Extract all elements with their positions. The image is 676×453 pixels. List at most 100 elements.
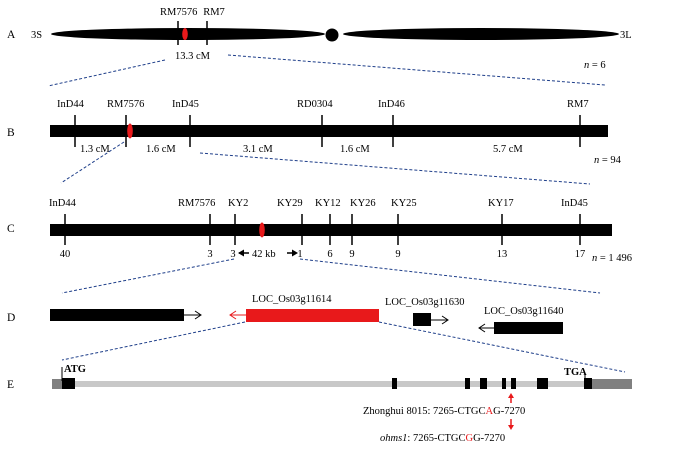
- marker-label-ky2-c: KY2: [228, 198, 248, 209]
- marker-label-rm7576-c: RM7576: [178, 198, 215, 209]
- gene-label-11640: LOC_Os03g11640: [484, 306, 564, 317]
- mutation-arrow-up-head: [508, 393, 514, 398]
- zoom-connector-right-cd: [299, 258, 601, 294]
- recombinant-count-ky29: 1: [297, 249, 302, 260]
- marker-ticks-b: [74, 115, 581, 147]
- exon-3: [465, 378, 470, 389]
- recombinant-count-ky2: 3: [230, 249, 235, 260]
- exon-2: [392, 378, 397, 389]
- marker-label-ky17-c: KY17: [488, 198, 514, 209]
- distance-label-b-5: 5.7 cM: [493, 144, 523, 155]
- chromosome-arm-long-label: 3L: [620, 30, 632, 41]
- marker-label-rm7576-a: RM7576: [160, 7, 197, 18]
- marker-label-ky26-c: KY26: [350, 198, 376, 209]
- marker-label-ky12-c: KY12: [315, 198, 341, 209]
- sample-size-b: n = 94: [594, 155, 622, 166]
- interval-arrow-left-icon: [238, 249, 244, 257]
- mutation-arrow-down-head: [508, 425, 514, 430]
- arrow-right-icon: [431, 315, 449, 325]
- panel-label-d: D: [7, 312, 15, 324]
- distance-label-b-4: 1.6 cM: [340, 144, 370, 155]
- linkage-bar-b: [50, 125, 608, 137]
- chromosome-arm-short-label: 3S: [31, 30, 42, 41]
- marker-label-rm7576-b: RM7576: [107, 99, 144, 110]
- marker-label-ky29-c: KY29: [277, 198, 303, 209]
- panel-label-b: B: [7, 127, 15, 139]
- mutant-sequence: ohms1: 7265-CTGCGG-7270: [380, 433, 505, 444]
- stop-codon-label: TGA: [564, 367, 587, 378]
- start-codon-label: ATG: [64, 364, 86, 375]
- gene-model-backbone: [52, 381, 632, 387]
- marker-label-rm7-a: RM7: [203, 7, 225, 18]
- marker-label-ky25-c: KY25: [391, 198, 417, 209]
- panel-label-e: E: [7, 379, 14, 391]
- zoom-connector-left-bc: [60, 141, 125, 184]
- recombinant-count-ky25: 9: [395, 249, 400, 260]
- zoom-connector-left-de: [61, 321, 246, 361]
- marker-label-ind46-b: InD46: [378, 99, 405, 110]
- gene-block-upstream: [50, 309, 184, 321]
- recombinant-count-ind44: 40: [60, 249, 71, 260]
- zoom-connector-right-bc: [199, 152, 591, 185]
- distance-label-b-3: 3.1 cM: [243, 144, 273, 155]
- gene-upstream-arrow-head: [194, 310, 202, 320]
- locus-marker-b: [127, 123, 133, 139]
- exon-8: [584, 378, 592, 389]
- gene-11630-arrow-head: [441, 315, 449, 325]
- recombinant-count-ky12: 6: [327, 249, 332, 260]
- zoom-connector-right-de: [378, 321, 626, 373]
- centromere: [325, 28, 339, 42]
- distance-label-a: 13.3 cM: [175, 51, 211, 62]
- gene-label-11630: LOC_Os03g11630: [385, 297, 465, 308]
- gene-block-11630: [413, 313, 431, 326]
- panel-label-c: C: [7, 223, 15, 235]
- interval-size-label: 42 kb: [252, 249, 276, 260]
- wild-type-base: A: [486, 406, 494, 417]
- gene-11640-arrow-head: [478, 323, 486, 333]
- gene-candidate-arrow-head: [229, 310, 237, 320]
- distance-label-b-2: 1.6 cM: [146, 144, 176, 155]
- chromosome-long-arm: [343, 28, 619, 40]
- sample-size-a: n = 6: [584, 60, 606, 71]
- exon-7: [537, 378, 548, 389]
- interval-arrow-right-icon: [292, 249, 298, 257]
- exon-blocks: [62, 378, 592, 389]
- wild-type-sequence: Zhonghui 8015: 7265-CTGCAG-7270: [363, 406, 525, 417]
- marker-label-ind44-b: InD44: [57, 99, 85, 110]
- linkage-bar-c: [50, 224, 612, 236]
- zoom-connector-left-cd: [61, 258, 235, 294]
- gene-block-candidate: [246, 309, 379, 322]
- mutant-base: G: [465, 433, 473, 444]
- recombinant-count-ky26: 9: [349, 249, 354, 260]
- recombinant-count-ky17: 13: [497, 249, 508, 260]
- utr-5-prime: [52, 379, 62, 389]
- distance-label-b-1: 1.3 cM: [80, 144, 110, 155]
- exon-1: [62, 378, 75, 389]
- locus-marker-a: [182, 28, 188, 40]
- zoom-connector-left-ab: [47, 59, 166, 87]
- marker-label-ind45-b: InD45: [172, 99, 199, 110]
- recombinant-count-rm7576: 3: [207, 249, 212, 260]
- zoom-connector-right-ab: [227, 54, 606, 86]
- gene-label-candidate: LOC_Os03g11614: [252, 294, 332, 305]
- marker-label-rm7-b: RM7: [567, 99, 589, 110]
- arrow-up-icon: [508, 393, 514, 403]
- sample-size-c: n = 1 496: [592, 253, 632, 264]
- marker-label-rd0304-b: RD0304: [297, 99, 333, 110]
- exon-6: [511, 378, 516, 389]
- recombinant-count-ind45: 17: [575, 249, 586, 260]
- marker-label-ind44-c: InD44: [49, 198, 77, 209]
- marker-label-ind45-c: InD45: [561, 198, 588, 209]
- gene-block-11640: [494, 322, 563, 334]
- panel-label-a: A: [7, 29, 16, 41]
- exon-5: [502, 378, 506, 389]
- arrow-left-icon: [478, 323, 494, 333]
- arrow-right-icon: [184, 310, 202, 320]
- chromosome-short-arm: [51, 28, 325, 40]
- marker-ticks-c: [64, 214, 581, 245]
- exon-4: [480, 378, 487, 389]
- utr-3-prime: [592, 379, 632, 389]
- locus-marker-c: [259, 222, 265, 238]
- arrow-down-icon: [508, 419, 514, 430]
